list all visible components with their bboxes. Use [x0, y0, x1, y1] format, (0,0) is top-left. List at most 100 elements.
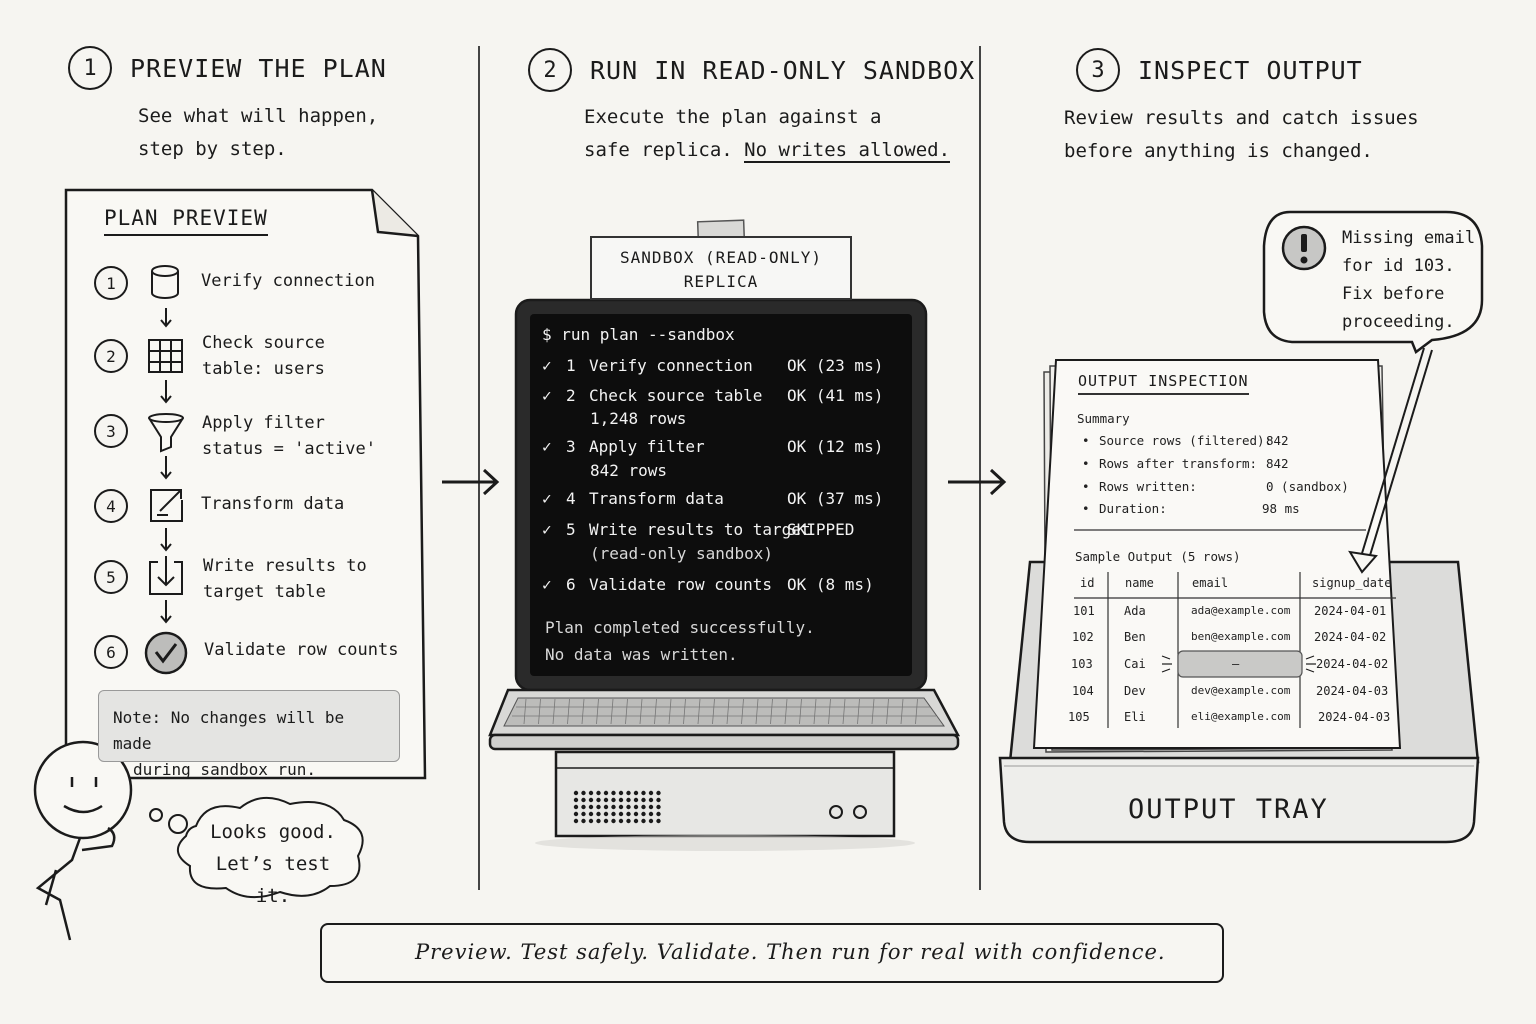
plan-item-6: Validate row counts	[204, 637, 398, 663]
terminal-step-num: 4	[566, 489, 576, 508]
cell-name: Eli	[1124, 710, 1146, 724]
desc-line: Review results and catch issues	[1064, 107, 1419, 129]
footer-banner	[320, 923, 1224, 983]
server-box	[535, 750, 915, 851]
terminal-status: OK (23 ms)	[787, 356, 884, 375]
cell-id: 101	[1073, 604, 1095, 618]
terminal-status: OK (12 ms)	[787, 437, 884, 456]
terminal-step-text: Check source table	[589, 386, 763, 405]
desc-line: See what will happen,	[138, 105, 379, 127]
step-1-header: 1 PREVIEW THE PLAN	[68, 46, 387, 90]
summary-bullet: •	[1082, 479, 1090, 494]
output-inspection-title: OUTPUT INSPECTION	[1078, 372, 1249, 395]
plan-item-detail: status = 'active'	[202, 439, 376, 459]
plan-item-label: Write results to	[203, 556, 367, 576]
download-icon	[149, 556, 183, 595]
footer-text: Preview. Test safely. Validate. Then run…	[415, 940, 1166, 964]
terminal-step-num: 6	[566, 575, 576, 594]
cell-email: ada@example.com	[1191, 604, 1291, 617]
plan-preview-title: PLAN PREVIEW	[104, 206, 268, 236]
step-1-description: See what will happen, step by step.	[138, 100, 378, 166]
callout-arrow	[1348, 347, 1433, 574]
terminal-step-text: Apply filter	[589, 437, 705, 456]
plan-item-5: Write results to target table	[203, 553, 367, 605]
plan-item-detail: table: users	[202, 359, 325, 379]
terminal-step-num: 3	[566, 437, 576, 456]
terminal-done: No data was written.	[545, 645, 738, 664]
sandbox-replica-label: SANDBOX (READ-ONLY) REPLICA	[590, 236, 852, 300]
plan-item-number: 2	[94, 339, 128, 373]
step-2-description: Execute the plan against a safe replica.…	[584, 101, 951, 167]
cell-id: 104	[1072, 684, 1094, 698]
terminal-check: ✓	[542, 575, 552, 594]
desc-line: Execute the plan against a	[584, 106, 882, 128]
cell-date: 2024-04-03	[1318, 710, 1391, 724]
callout-message: Missing email for id 103. Fix before pro…	[1342, 224, 1475, 336]
column-header: id	[1080, 576, 1095, 590]
step-2-header: 2 RUN IN READ-ONLY SANDBOX	[528, 48, 975, 92]
terminal-done: Plan completed successfully.	[545, 618, 815, 637]
terminal-check: ✓	[542, 489, 552, 508]
terminal-check: ✓	[542, 356, 552, 375]
cell-email: eli@example.com	[1191, 710, 1291, 723]
desc-line: step by step.	[138, 138, 287, 160]
step-number: 3	[1076, 48, 1120, 92]
terminal-step-sub: 842 rows	[590, 461, 668, 480]
summary-item-value: 842	[1266, 433, 1289, 448]
terminal-step-text: Validate row counts	[589, 575, 773, 594]
plan-sheet	[64, 188, 427, 780]
summary-bullet: •	[1082, 501, 1090, 516]
summary-item-value: 842	[1266, 456, 1289, 471]
terminal-check: ✓	[542, 386, 552, 405]
label-line: SANDBOX (READ-ONLY)	[619, 248, 823, 267]
laptop	[488, 298, 961, 751]
plan-item-4: Transform data	[201, 491, 344, 517]
output-tray-label: OUTPUT TRAY	[1128, 794, 1329, 825]
callout-line: Missing email	[1342, 228, 1476, 248]
thought-bubble	[149, 797, 364, 899]
desc-line: before anything is changed.	[1064, 140, 1373, 162]
sandbox-note: Note: No changes will be made during san…	[98, 690, 400, 779]
terminal-step-num: 1	[566, 356, 576, 375]
cell-name: Ben	[1124, 630, 1146, 644]
desc-text: safe replica.	[584, 139, 745, 161]
cell-id: 103	[1071, 657, 1093, 671]
step-title: RUN IN READ-ONLY SANDBOX	[590, 55, 976, 85]
tray-front	[998, 756, 1480, 844]
summary-item-value: 98 ms	[1262, 501, 1300, 516]
step-number: 2	[528, 48, 572, 92]
cell-email: ben@example.com	[1191, 630, 1291, 643]
plan-item-detail: target table	[203, 582, 326, 602]
cell-date: 2024-04-01	[1314, 604, 1387, 618]
person-figure	[33, 740, 133, 941]
terminal-step-sub: (read-only sandbox)	[590, 544, 774, 563]
vent-grille	[573, 790, 661, 824]
arrow-right-1	[442, 468, 500, 496]
summary-label: Summary	[1077, 411, 1130, 426]
plan-item-label: Apply filter	[202, 413, 325, 433]
plan-item-3: Apply filter status = 'active'	[202, 410, 376, 462]
plan-item-number: 3	[94, 414, 128, 448]
transform-icon	[150, 489, 183, 522]
cell-id: 102	[1072, 630, 1094, 644]
summary-item-value: 0 (sandbox)	[1266, 479, 1349, 494]
callout-line: proceeding.	[1342, 312, 1455, 332]
plan-item-label: Verify connection	[201, 271, 375, 291]
step-3-header: 3 INSPECT OUTPUT	[1076, 48, 1363, 92]
cell-id: 105	[1068, 710, 1090, 724]
terminal-step-text: Transform data	[589, 489, 724, 508]
terminal-status: OK (41 ms)	[787, 386, 884, 405]
exclamation-icon	[1281, 225, 1327, 271]
terminal-status: OK (8 ms)	[787, 575, 874, 594]
plan-item-1: Verify connection	[201, 268, 375, 294]
cell-name: Cai	[1124, 657, 1146, 671]
cell-email: dev@example.com	[1191, 684, 1291, 697]
step-title: INSPECT OUTPUT	[1138, 55, 1363, 85]
thought-line: Let’s test it.	[215, 853, 331, 907]
summary-bullet: •	[1082, 456, 1090, 471]
column-header: signup_date	[1312, 576, 1392, 590]
terminal-step-num: 2	[566, 386, 576, 405]
note-line: Note: No changes will be made	[113, 708, 345, 753]
callout-line: Fix before	[1342, 284, 1445, 304]
cell-date: 2024-04-02	[1316, 657, 1389, 671]
